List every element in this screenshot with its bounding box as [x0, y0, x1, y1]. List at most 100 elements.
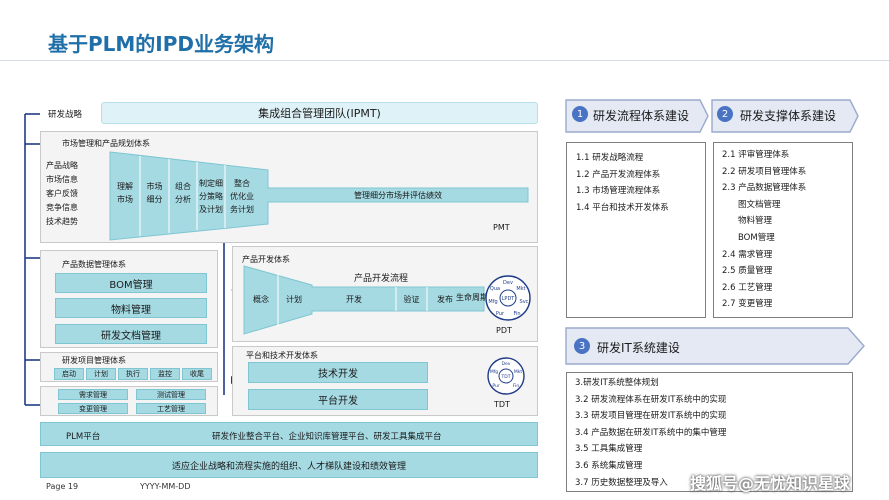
list-item: 3.5 工具集成管理	[575, 444, 643, 455]
material-management: 物料管理	[55, 298, 207, 318]
list-item: 2.2 研发项目管理体系	[722, 166, 807, 177]
svg-text:Pur: Pur	[496, 311, 505, 317]
list-item: 2.1 评审管理体系	[722, 150, 790, 160]
pd-stage: 计划	[286, 294, 302, 304]
proj-step: 执行	[118, 368, 148, 380]
step-number: 3	[574, 338, 590, 354]
section-heading: 研发IT系统建设	[597, 341, 680, 355]
market-inputs: 产品战略 市场信息 客户反馈 竞争信息 技术趋势	[46, 160, 78, 230]
page-title: 基于PLM的IPD业务架构	[48, 32, 275, 56]
list-item: 1.3 市场管理流程体系	[576, 186, 661, 197]
list-item: BOM管理	[738, 232, 775, 243]
list-item: 2.7 变更管理	[722, 299, 773, 310]
svg-text:Dev: Dev	[503, 280, 513, 286]
lpdt-team-icon: LPDT Dev Mkt Svc Fin Pur Mfg Qua	[485, 275, 531, 321]
market-funnel	[109, 151, 529, 241]
bom-management: BOM管理	[55, 273, 207, 293]
funnel-step: 市场 细分	[146, 182, 163, 204]
wheel-center-label: LPDT	[502, 296, 516, 302]
pd-funnel	[243, 265, 485, 335]
strategy-label: 研发战略	[48, 110, 83, 120]
org-bar: 适应企业战略和流程实施的组织、人才梯队建设和绩效管理	[40, 452, 538, 478]
funnel-tail: 管理细分市场并评估绩效	[354, 190, 442, 200]
list-item: 图文档管理	[738, 199, 781, 210]
svg-text:Pur: Pur	[492, 383, 499, 389]
pdt-tag: PDT	[496, 326, 512, 335]
pd-stage: 概念	[253, 294, 269, 304]
step-number: 2	[717, 106, 733, 122]
it-list: 3.研发IT系统整体规划 3.2 研发流程体系在研发IT系统中的实现 3.3 研…	[566, 372, 853, 492]
tdt-tag: TDT	[494, 400, 510, 409]
proj-title: 研发项目管理体系	[62, 356, 126, 365]
pmt-tag: PMT	[493, 223, 510, 232]
ipmt-bar: 集成组合管理团队(IPMT)	[101, 102, 538, 124]
input-label: 市场信息	[46, 175, 78, 184]
list-item: 3.2 研发流程体系在研发IT系统中的实现	[575, 394, 727, 405]
svg-text:Dev: Dev	[502, 361, 511, 367]
list-item: 2.4 需求管理	[722, 249, 773, 260]
list-item: 1.1 研发战略流程	[576, 153, 644, 163]
proj-step: 计划	[86, 368, 116, 380]
input-label: 客户反馈	[46, 189, 78, 198]
list-item: 3.4 产品数据在研发IT系统中的集中管理	[575, 427, 727, 438]
svg-text:Svc: Svc	[520, 299, 529, 305]
watermark: 搜狐号@无忧知识星球	[690, 474, 851, 493]
svg-text:Mkt: Mkt	[516, 286, 525, 292]
wheel-center-label: TDT	[501, 374, 511, 380]
input-label: 产品战略	[46, 161, 78, 170]
list-item: 3.7 历史数据整理及导入	[575, 477, 668, 488]
support-list: 2.1 评审管理体系 2.2 研发项目管理体系 2.3 产品数据管理体系 图文档…	[713, 142, 853, 318]
plm-bar	[40, 422, 538, 446]
tdt-team-icon: TDT Dev Mkt Fin Pur Mfg	[487, 357, 525, 395]
market-title: 市场管理和产品规划体系	[62, 139, 150, 148]
list-item: 2.6 工艺管理	[722, 282, 773, 293]
title-divider	[0, 60, 889, 61]
page-number: Page 19	[46, 482, 79, 491]
section-heading: 研发支撑体系建设	[740, 109, 837, 123]
pd-stage: 验证	[403, 294, 420, 304]
header-arrows	[565, 99, 859, 133]
ptd-title: 平台和技术开发体系	[246, 351, 318, 360]
tech-development: 技术开发	[248, 362, 428, 383]
svg-text:Qua: Qua	[490, 286, 500, 292]
plm-text: 研发作业整合平台、企业知识库管理平台、研发工具集成平台	[212, 432, 442, 442]
mgmt-item: 需求管理	[58, 389, 128, 400]
process-list: 1.1 研发战略流程 1.2 产品开发流程体系 1.3 市场管理流程体系 1.4…	[566, 142, 706, 318]
pd-stage: 发布	[437, 294, 453, 304]
mgmt-item: 测试管理	[136, 389, 206, 400]
svg-text:Fin: Fin	[513, 311, 520, 317]
plm-label: PLM平台	[66, 432, 101, 442]
funnel-step: 理解 市场	[117, 182, 133, 204]
input-label: 技术趋势	[46, 217, 78, 226]
svg-text:Mkt: Mkt	[514, 369, 522, 375]
mgmt-item: 工艺管理	[136, 403, 206, 414]
proj-step: 监控	[150, 368, 180, 380]
list-item: 2.3 产品数据管理体系	[722, 183, 807, 194]
mgmt-item: 变更管理	[58, 403, 128, 414]
pd-stage: 生命周期	[456, 293, 488, 302]
list-item: 2.5 质量管理	[722, 266, 773, 277]
section-heading: 研发流程体系建设	[593, 109, 690, 123]
pd-title: 产品开发体系	[242, 255, 290, 264]
list-item: 1.4 平台和技术开发体系	[576, 202, 669, 213]
page-date: YYYY-MM-DD	[140, 482, 191, 491]
list-item: 1.2 产品开发流程体系	[576, 169, 661, 180]
funnel-step: 组合 分析	[175, 182, 191, 204]
funnel-step: 制定细 分策略 及计划	[199, 178, 223, 214]
header-arrow-wide	[565, 327, 865, 365]
step-number: 1	[572, 106, 588, 122]
svg-text:Fin: Fin	[513, 383, 520, 389]
funnel-step: 整合 优化业 务计划	[230, 178, 254, 214]
svg-text:Mfg: Mfg	[488, 299, 497, 305]
list-item: 3.3 研发项目管理在研发IT系统中的实现	[575, 411, 727, 422]
proj-step: 收尾	[182, 368, 212, 380]
pdm-title: 产品数据管理体系	[62, 260, 126, 269]
list-item: 3.6 系统集成管理	[575, 460, 643, 471]
platform-development: 平台开发	[248, 389, 428, 410]
input-label: 竞争信息	[46, 203, 78, 212]
proj-step: 启动	[54, 368, 84, 380]
list-item: 物料管理	[738, 216, 773, 227]
doc-management: 研发文档管理	[55, 324, 207, 344]
svg-text:Mfg: Mfg	[490, 369, 498, 375]
pd-stage: 开发	[346, 294, 362, 304]
